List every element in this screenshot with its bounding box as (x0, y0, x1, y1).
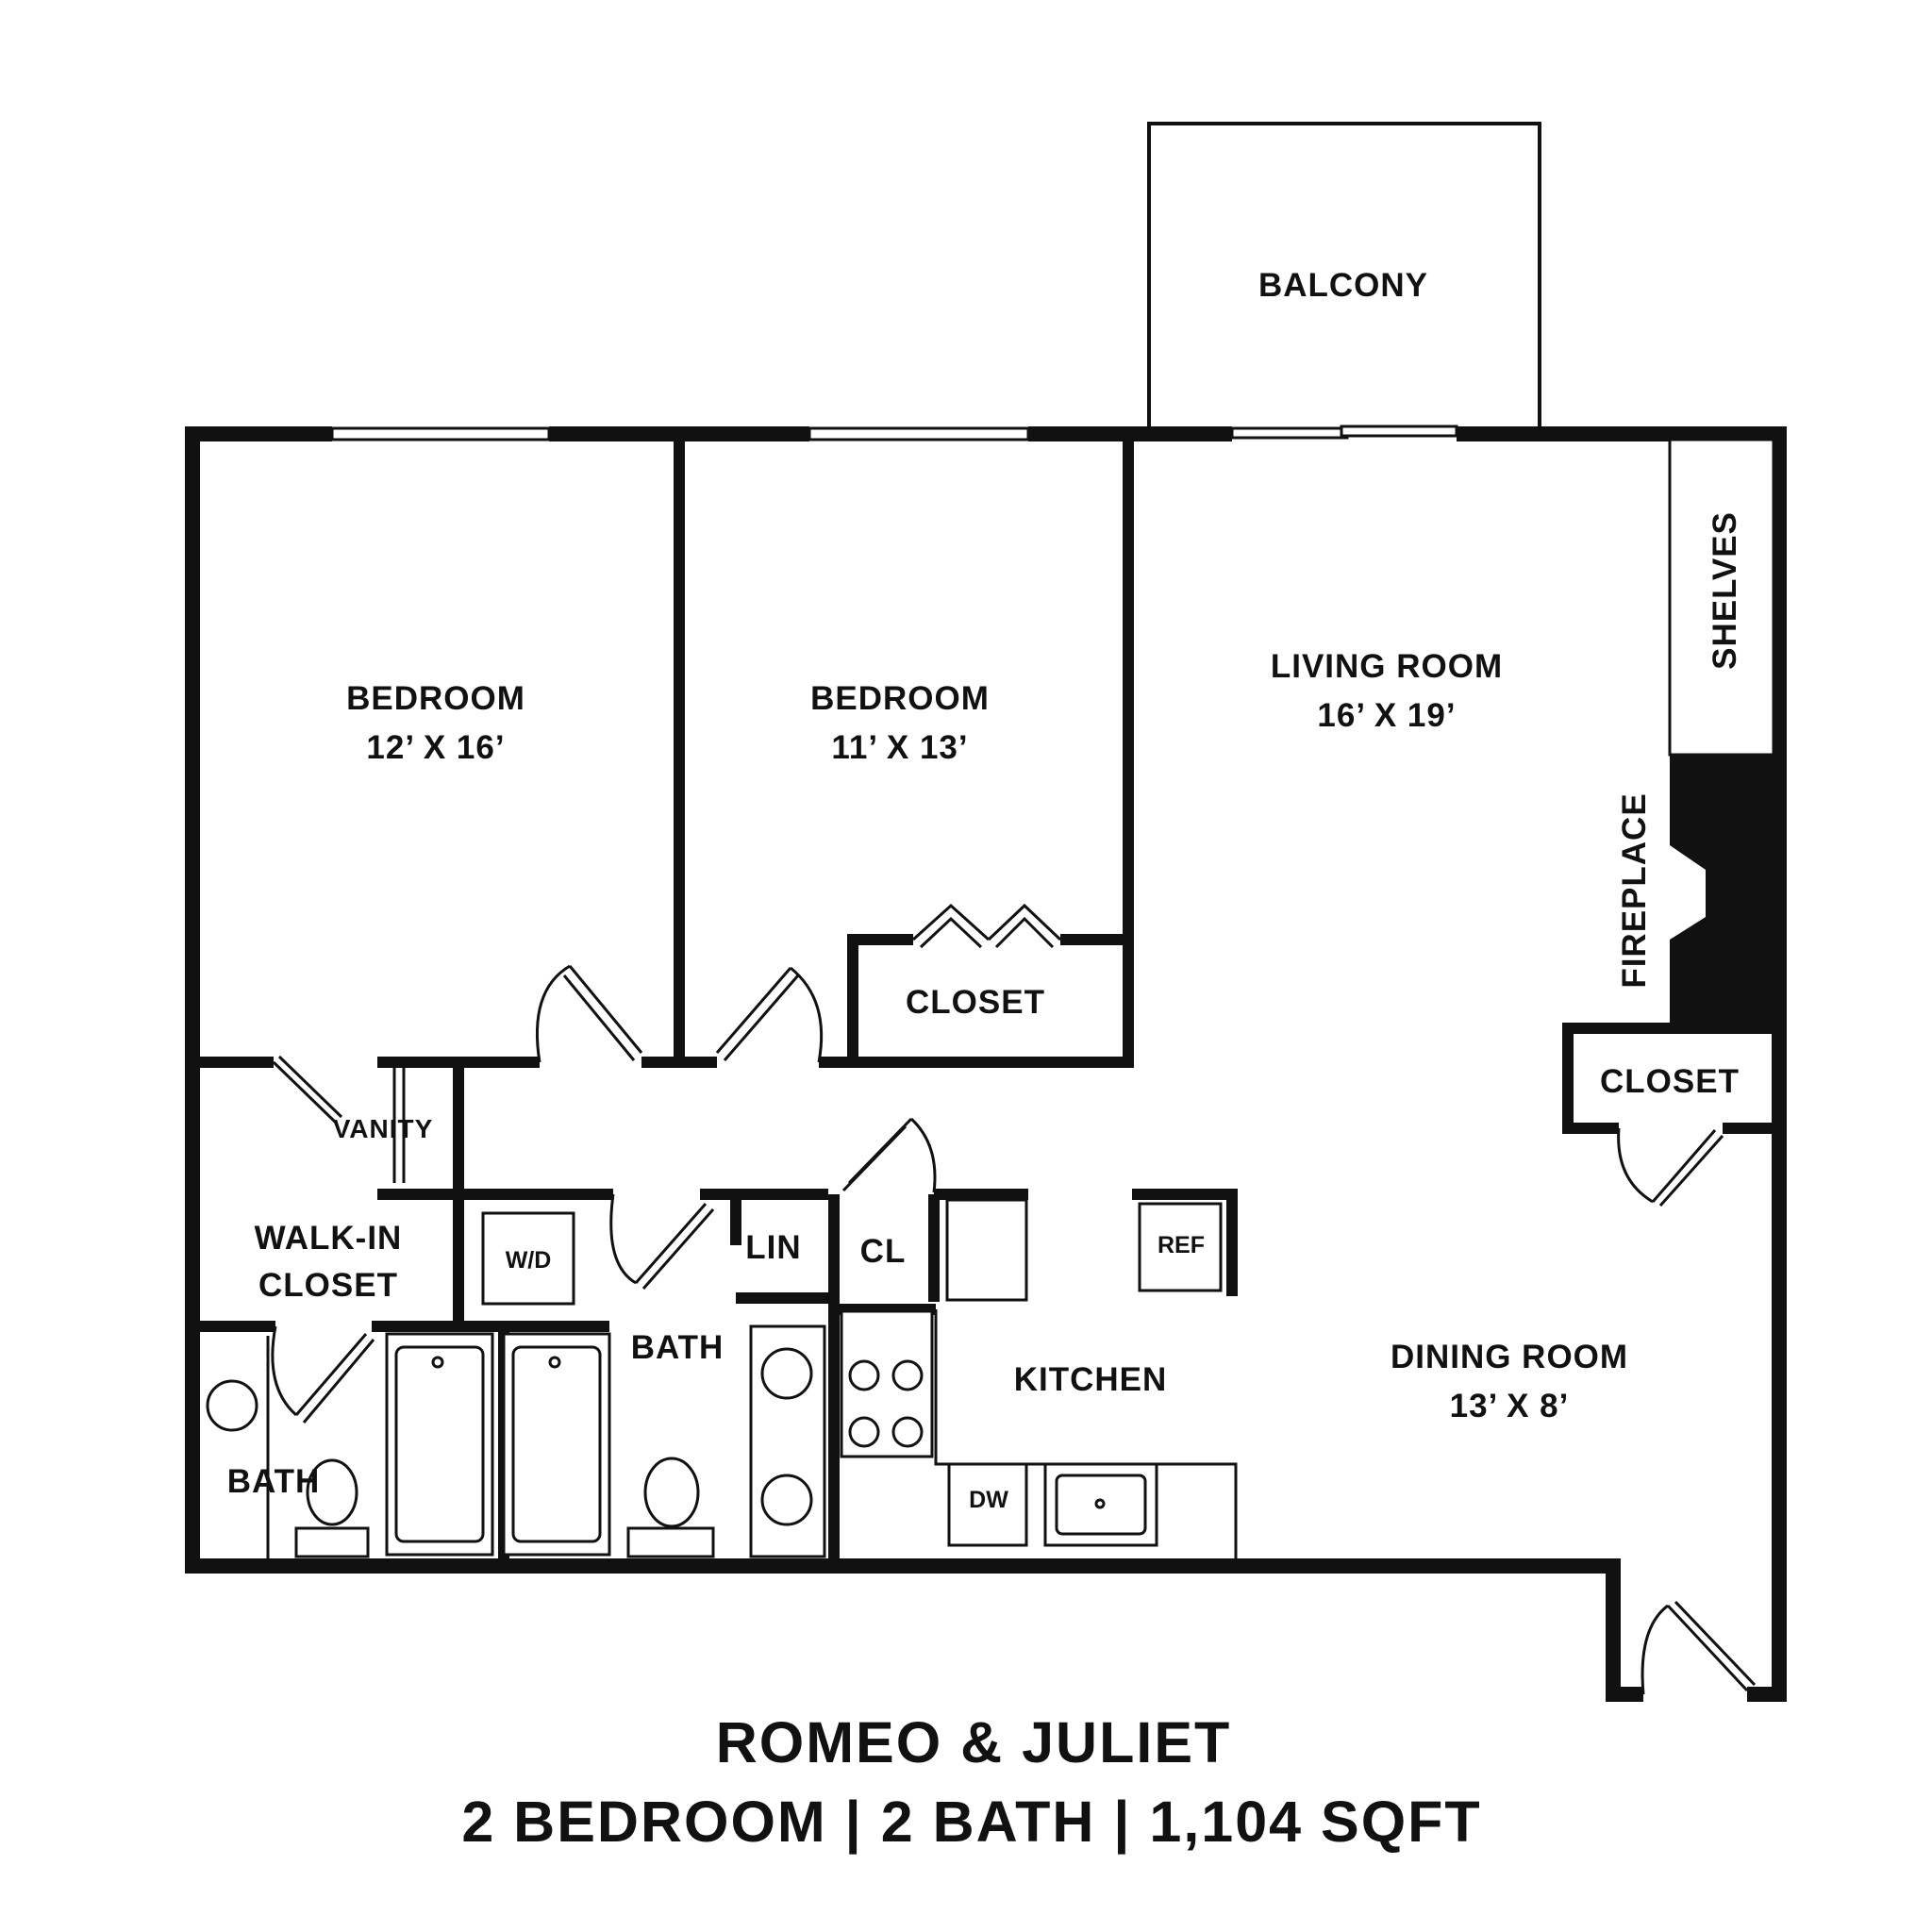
windows (330, 426, 1030, 441)
bedroom2-closet-label: CLOSET (906, 984, 1045, 1021)
exterior-walls (185, 426, 1787, 1702)
main-bath-label: BATH (631, 1329, 724, 1366)
entry-closet-label: CLOSET (1600, 1063, 1740, 1100)
fireplace-hearth (1670, 755, 1774, 1028)
sliding-door (1230, 425, 1458, 440)
washer-dryer-label: W/D (506, 1247, 552, 1274)
bedroom1-label: BEDROOM (346, 680, 525, 717)
living-room-size: 16’ X 19’ (1317, 697, 1456, 734)
shelves-label: SHELVES (1707, 511, 1743, 670)
bedroom1-size: 12’ X 16’ (366, 729, 505, 766)
plan-title: ROMEO & JULIET (716, 1710, 1232, 1774)
vanity-label: VANITY (333, 1114, 434, 1143)
balcony-outline (1147, 122, 1541, 437)
kitchen-label: KITCHEN (1014, 1361, 1168, 1398)
bedroom2-size: 11’ X 13’ (831, 729, 968, 766)
refrigerator-label: REF (1158, 1232, 1205, 1258)
shelves-unit (1668, 438, 1775, 757)
balcony-label: BALCONY (1258, 267, 1428, 304)
fireplace-label: FIREPLACE (1616, 792, 1653, 988)
dishwasher-label: DW (969, 1487, 1008, 1513)
walk-in-closet-label-2: CLOSET (258, 1267, 398, 1304)
plan-details: 2 BEDROOM | 2 BATH | 1,104 SQFT (461, 1790, 1481, 1856)
dining-room-label: DINING ROOM (1391, 1339, 1628, 1375)
cl-closet-label: CL (860, 1233, 907, 1270)
walk-in-closet-label-1: WALK-IN (255, 1220, 403, 1257)
master-bath-label: BATH (227, 1463, 321, 1500)
fixtures (206, 1198, 1238, 1558)
bedroom2-label: BEDROOM (810, 680, 990, 717)
dining-room-size: 13’ X 8’ (1450, 1388, 1570, 1424)
doors (271, 903, 1757, 1695)
living-room-label: LIVING ROOM (1271, 648, 1503, 685)
linen-closet-label: LIN (745, 1229, 801, 1266)
